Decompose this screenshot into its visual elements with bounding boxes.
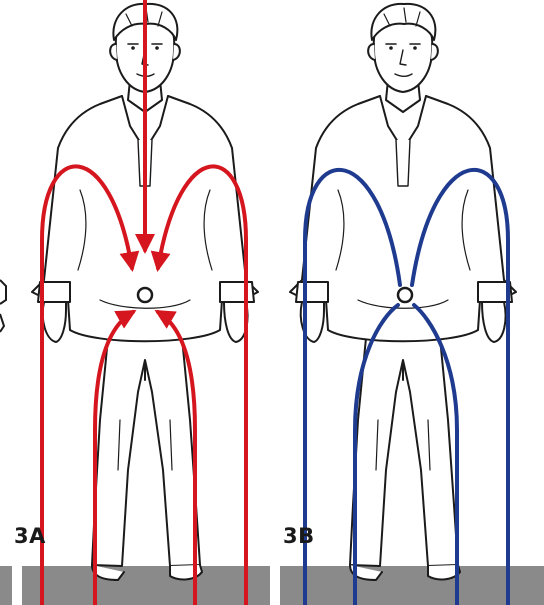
ground-b <box>280 566 544 605</box>
panel-3b <box>290 4 516 605</box>
panel-label-3b: 3B <box>283 524 315 548</box>
ground-a <box>22 566 270 605</box>
partial-figure-edge <box>0 280 6 332</box>
panel-3a <box>32 0 258 605</box>
center-point-3b <box>398 288 412 302</box>
ground-left <box>0 566 12 605</box>
center-point-3a <box>138 288 152 302</box>
panel-label-3a: 3A <box>14 524 46 548</box>
